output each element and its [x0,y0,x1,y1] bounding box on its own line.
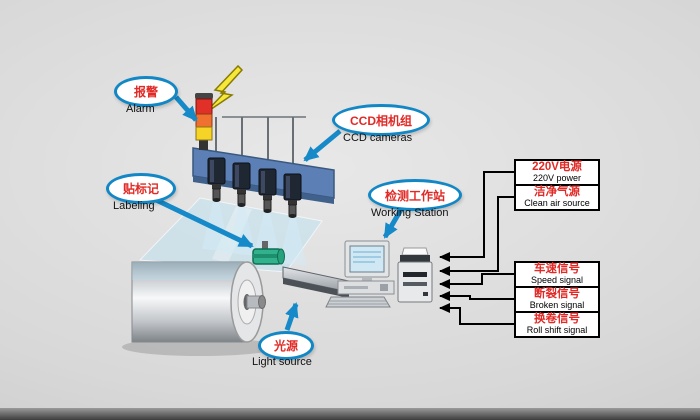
label-alarm-en: Alarm [126,103,155,115]
label-ccd-en: CCD cameras [343,132,413,144]
signal-box-en: 220V power [532,172,582,183]
signal-lines [439,171,514,325]
signal-box-zh: 220V电源 [532,161,582,174]
ccd-camera-group [207,157,302,218]
signal-box-en: Speed signal [530,274,584,285]
line-220v-power [439,171,514,262]
lightning-icon [203,64,244,115]
signal-box-speed: 车速信号 Speed signal [514,261,600,288]
signal-box-en: Clean air source [524,197,590,208]
arrow-light [284,302,299,331]
signal-box-zh: 断裂信号 [534,288,580,301]
callout-labeling: 贴标记 [106,173,176,204]
arrow-workstation [382,206,405,239]
signal-box-roll-shift: 换卷信号 Roll shift signal [514,311,600,338]
label-labeling-en: Labeling [113,200,155,212]
printer-device [397,247,433,303]
signal-box-zh: 洁净气源 [534,186,580,199]
label-light-en: Light source [252,356,312,368]
workstation-computer [325,240,395,308]
signal-box-en: Broken signal [529,299,585,310]
callout-workstation: 检测工作站 [368,179,462,211]
alarm-tower [195,64,244,150]
arrow-alarm [174,95,198,122]
line-speed [439,273,514,289]
film-roll [122,261,278,356]
signal-box-clean-air: 洁净气源 Clean air source [514,184,600,211]
signal-box-broken: 断裂信号 Broken signal [514,286,600,313]
callout-light-source: 光源 [258,331,314,360]
ccd-camera [232,162,251,207]
callout-alarm: 报警 [114,76,178,107]
bottom-edge [0,408,700,420]
label-workstation-en: Working Station [371,207,449,219]
arrow-ccd [303,129,342,162]
arrow-labeling [148,194,254,249]
line-clean-air [439,196,514,276]
signal-box-zh: 车速信号 [534,263,580,276]
ccd-camera [283,173,302,218]
line-roll-shift [439,303,514,325]
callout-ccd-cameras: CCD相机组 [332,104,430,136]
camera-mount-posts [215,116,306,165]
callout-arrows [148,95,405,331]
signal-box-zh: 换卷信号 [534,313,580,326]
signal-box-220v-power: 220V电源 220V power [514,159,600,186]
ccd-camera [258,168,277,213]
labeling-device [252,241,285,265]
signal-box-en: Roll shift signal [526,324,588,335]
line-broken [439,291,514,301]
ccd-camera [207,157,226,202]
